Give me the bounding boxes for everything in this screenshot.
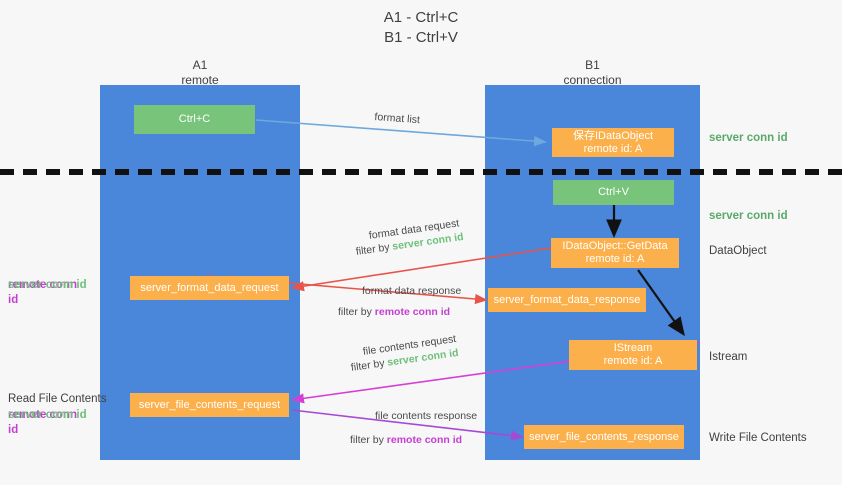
filter-prefix: filter by	[350, 434, 387, 446]
arrow-format-data-request	[291, 247, 552, 292]
box-istream[interactable]: IStream remote id: A	[569, 340, 697, 370]
box-idataobject-getdata-line2: remote id: A	[585, 253, 645, 265]
box-server-format-data-response-label: server_format_data_response	[493, 293, 641, 306]
box-istream-line2: remote id: A	[603, 355, 663, 367]
box-server-format-data-response[interactable]: server_format_data_response	[488, 288, 646, 312]
label-read-file-contents: Read File Contents	[8, 393, 107, 405]
box-ctrl-c[interactable]: Ctrl+C	[134, 105, 255, 134]
edge-label-file-contents-response-filter: filter by remote conn id	[350, 433, 462, 447]
label-dataobject: DataObject	[709, 245, 767, 257]
box-server-format-data-request-label: server_format_data_request	[140, 281, 279, 294]
filter-value-remote-conn-id: remote conn id	[386, 434, 463, 446]
box-idataobject-getdata[interactable]: IDataObject::GetData remote id: A	[551, 238, 679, 268]
box-save-idataobject-line1: 保存IDataObject	[572, 129, 654, 142]
label-write-file-contents: Write File Contents	[709, 432, 807, 444]
box-server-file-contents-request[interactable]: server_file_contents_request	[130, 393, 289, 417]
filter-prefix: filter by	[355, 240, 394, 258]
box-server-file-contents-request-label: server_file_contents_request	[138, 398, 281, 411]
label-server-conn-id-top: server conn id	[709, 132, 788, 144]
box-ctrl-v[interactable]: Ctrl+V	[553, 180, 674, 205]
label-server-conn-id-upper: server conn id	[8, 279, 87, 291]
edge-label-format-list: format list	[374, 110, 421, 127]
label-server-conn-id-mid: server conn id	[709, 210, 788, 222]
legend-conn-ids-lower: remote conn id server conn id	[8, 408, 87, 436]
label-istream: Istream	[709, 351, 748, 363]
column-b1-name: B1	[585, 58, 600, 72]
label-remote-conn-id-lower: remote conn id	[8, 409, 78, 436]
legend-conn-ids-upper: remote conn id server conn id	[8, 278, 87, 306]
column-header-b1: B1 connection	[485, 58, 700, 88]
edge-label-format-data-response-filter: filter by remote conn id	[338, 305, 450, 319]
column-a1-role: remote	[181, 73, 219, 87]
box-save-idataobject[interactable]: 保存IDataObject remote id: A	[552, 128, 674, 157]
label-remote-conn-id-upper: remote conn id	[8, 279, 78, 306]
box-ctrl-c-label: Ctrl+C	[178, 113, 211, 125]
column-b1-role: connection	[563, 73, 622, 87]
column-a1-name: A1	[192, 58, 208, 72]
box-server-format-data-request[interactable]: server_format_data_request	[130, 276, 289, 300]
page-title: A1 - Ctrl+C B1 - Ctrl+V	[0, 8, 842, 48]
label-server-conn-id-lower: server conn id	[8, 409, 87, 421]
edge-label-file-contents-response: file contents response	[375, 410, 478, 422]
box-ctrl-v-label: Ctrl+V	[598, 186, 629, 198]
box-server-file-contents-response[interactable]: server_file_contents_response	[524, 425, 684, 449]
filter-prefix: filter by	[338, 306, 375, 318]
edge-label-format-data-response: format data response	[362, 285, 462, 297]
title-line-1: A1 - Ctrl+C	[383, 9, 459, 26]
column-header-a1: A1 remote	[100, 58, 300, 88]
box-server-file-contents-response-label: server_file_contents_response	[529, 430, 679, 443]
arrow-getdata-to-istream	[637, 269, 685, 337]
box-idataobject-getdata-line1: IDataObject::GetData	[562, 240, 668, 252]
arrow-file-contents-response	[291, 409, 524, 441]
filter-value-remote-conn-id: remote conn id	[374, 306, 451, 318]
filter-prefix: filter by	[350, 356, 389, 374]
box-istream-line1: IStream	[613, 342, 653, 354]
box-save-idataobject-line2: remote id: A	[583, 142, 643, 155]
arrow-format-list	[255, 119, 547, 147]
title-line-2: B1 - Ctrl+V	[384, 29, 458, 46]
